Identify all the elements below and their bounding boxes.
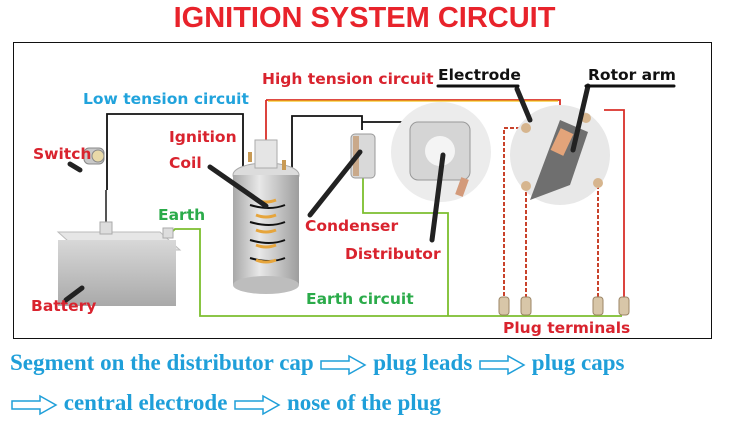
earth-label: Earth xyxy=(158,206,206,224)
right-arrow-icon xyxy=(11,394,58,416)
switch-label: Switch xyxy=(33,145,92,163)
condenser-earth-wire xyxy=(362,160,449,316)
right-arrow-icon xyxy=(234,394,281,416)
rotor-arm-label: Rotor arm xyxy=(588,66,676,84)
battery-icon xyxy=(56,221,182,306)
distributor-icon xyxy=(391,102,491,202)
plug-terminals-label: Plug terminals xyxy=(503,319,631,337)
ignition-coil-icon xyxy=(232,139,300,294)
flow-line-2: central electrode nose of the plug xyxy=(10,390,441,416)
flow-step: nose of the plug xyxy=(286,390,441,415)
diagram-frame xyxy=(13,42,712,339)
plug-lead-4 xyxy=(604,109,625,300)
ignition-label: Ignition xyxy=(169,128,237,146)
right-arrow-icon xyxy=(320,354,367,376)
distributor-cap-icon xyxy=(510,105,610,205)
flow-step: central electrode xyxy=(63,390,228,415)
plug-lead-2 xyxy=(524,187,527,300)
flow-step: plug leads xyxy=(373,350,473,375)
earth-circuit-label: Earth circuit xyxy=(306,290,414,308)
flow-line-1: Segment on the distributor cap plug lead… xyxy=(10,350,624,376)
right-arrow-icon xyxy=(479,354,526,376)
pointer-lines xyxy=(63,83,591,303)
electrode-label: Electrode xyxy=(438,66,521,84)
low-tension-label: Low tension circuit xyxy=(83,90,249,108)
coil-label: Coil xyxy=(169,154,202,172)
condenser-label: Condenser xyxy=(305,217,399,235)
flow-step: Segment on the distributor cap xyxy=(10,350,314,375)
battery-label: Battery xyxy=(31,297,97,315)
plug-terminal-icon xyxy=(498,296,630,316)
switch-icon xyxy=(83,147,105,165)
page-title: IGNITION SYSTEM CIRCUIT xyxy=(173,2,556,34)
high-tension-label: High tension circuit xyxy=(262,70,434,88)
plug-lead-1 xyxy=(503,127,520,300)
flow-step: plug caps xyxy=(531,350,625,375)
distributor-label: Distributor xyxy=(345,245,441,263)
